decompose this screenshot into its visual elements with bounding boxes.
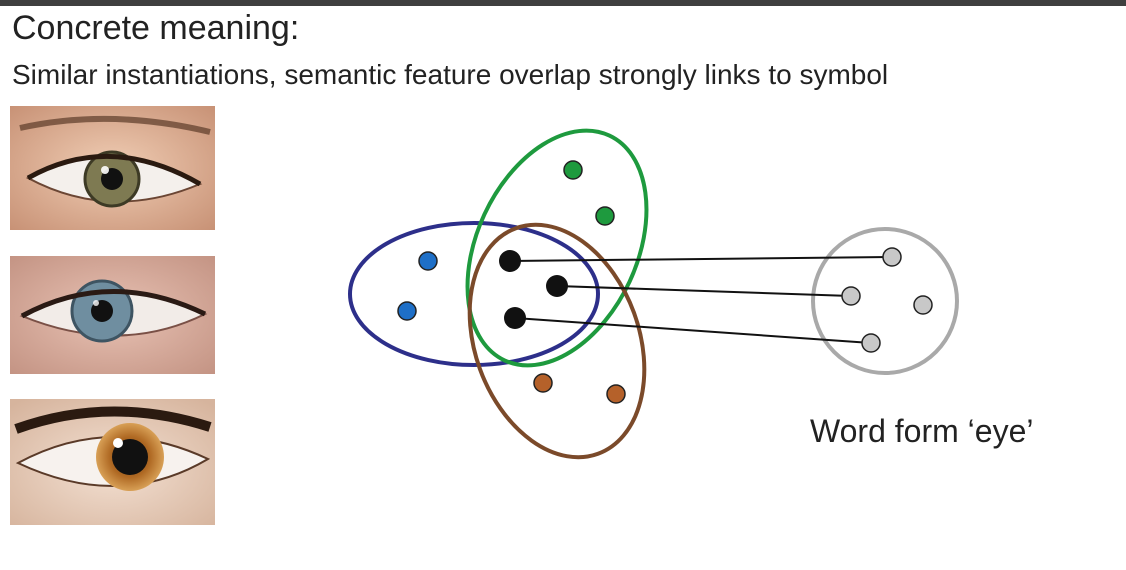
green-feature-dot — [563, 160, 583, 180]
green-feature-ellipse — [465, 128, 649, 368]
eye-photo-blue — [10, 256, 215, 374]
word-form-node — [913, 295, 933, 315]
shared-feature-dot — [504, 307, 526, 329]
brown-feature-ellipse — [467, 222, 647, 460]
blue-feature-dot — [418, 251, 438, 271]
word-form-node — [861, 333, 881, 353]
eye-photo-brown — [10, 399, 215, 525]
eye-photo-hazel — [10, 106, 215, 230]
word-form-node — [882, 247, 902, 267]
top-bar — [0, 0, 1126, 6]
slide-title: Concrete meaning: — [12, 9, 300, 47]
blue-feature-ellipse — [348, 221, 600, 367]
diagram-shapes — [348, 128, 959, 460]
slide-subtitle: Similar instantiations, semantic feature… — [12, 59, 889, 90]
link-line-1 — [509, 256, 893, 262]
blue-feature-dot — [397, 301, 417, 321]
link-line-2 — [556, 285, 852, 297]
feature-overlap-diagram — [348, 128, 959, 460]
word-form-label: Word form ‘eye’ — [810, 413, 1034, 449]
link-line-3 — [514, 317, 872, 344]
word-form-circle — [811, 227, 959, 375]
brown-feature-dot — [606, 384, 626, 404]
shared-feature-dot — [546, 275, 568, 297]
word-form-node — [841, 286, 861, 306]
green-feature-dot — [595, 206, 615, 226]
brown-feature-dot — [533, 373, 553, 393]
shared-feature-dot — [499, 250, 521, 272]
